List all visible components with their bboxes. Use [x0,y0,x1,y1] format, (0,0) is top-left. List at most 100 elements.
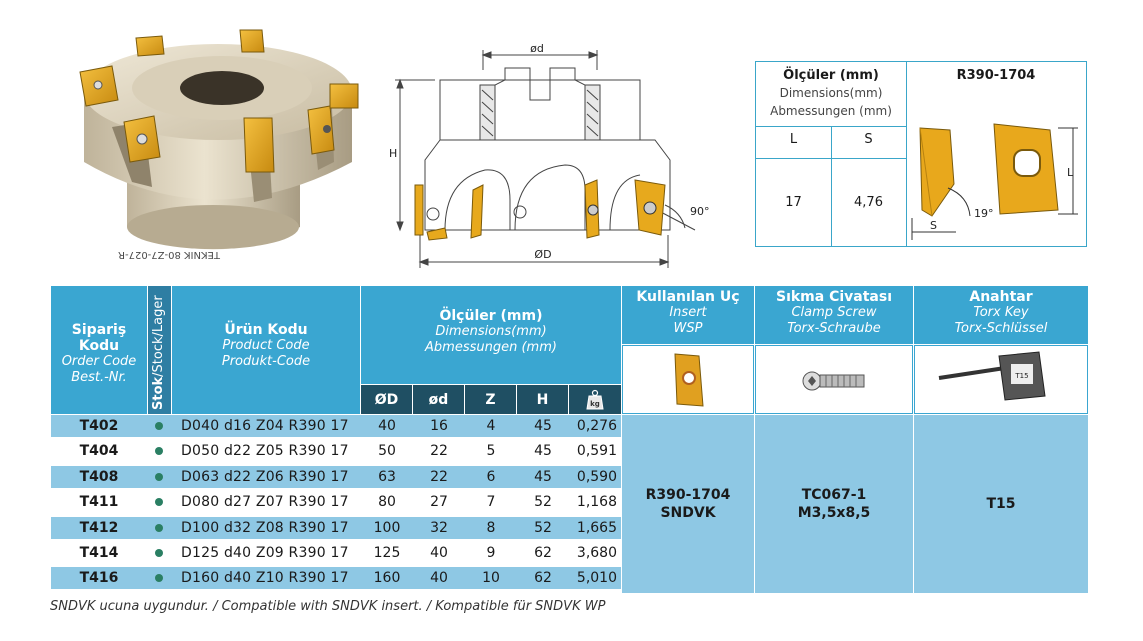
header-clamp-screw: Sıkma Civatası Clamp Screw Torx-Schraube [755,286,913,344]
header-product-en: Product Code [222,338,310,353]
insert-cell: R390-1704 SNDVK [622,415,754,593]
header-dims-de: Abmessungen (mm) [425,340,557,355]
product-code-cell: D160 d40 Z10 R390 17 [181,570,349,587]
insert-label-l: L [1067,166,1074,179]
col-s-header: S [864,132,873,147]
dim-subtitle-en: Dimensions(mm) [779,86,883,100]
teeth-cell: 6 [486,468,496,485]
header-screw-de: Torx-Schraube [787,321,881,336]
value-s: 4,76 [854,195,883,210]
header-stock-title: Stok [151,376,166,410]
col-l-header: L [789,132,798,147]
insert-image-cell [622,345,754,414]
diameter-cell: 80 [378,494,396,511]
bore-cell: 22 [430,468,448,485]
product-photo: TEKNIK 80-Z7-027-R [79,29,359,260]
diameter-cell: 40 [378,418,396,434]
key-cell: T15 [914,415,1088,593]
dim-title: Ölçüler (mm) [783,68,879,83]
bore-cell: 22 [430,443,448,460]
value-l: 17 [785,195,802,210]
insert-label-s: S [930,219,937,232]
stock-cell [147,491,171,513]
header-product-de: Produkt-Code [221,354,311,369]
header-key-en: Torx Key [973,305,1029,320]
header-order-title: Sipariş Kodu [71,322,127,354]
footnote: SNDVK ucuna uygundur. / Compatible with … [50,599,606,614]
product-code-cell: D100 d32 Z08 R390 17 [181,519,349,536]
product-code-cell: D080 d27 Z07 R390 17 [181,494,349,511]
label-height: H [389,147,397,160]
header-product-code: Ürün Kodu Product Code Produkt-Code [172,286,360,414]
technical-drawing: ød H ØD 90° [389,42,710,268]
header-screw-title: Sıkma Civatası [775,289,893,305]
teeth-cell: 4 [486,418,496,434]
dimension-column: Ölçüler (mm) Dimensions(mm) Abmessungen … [756,62,907,246]
in-stock-icon [155,549,163,557]
weight-cell: 1,665 [576,519,617,536]
subheader-d: ød [413,385,464,414]
diameter-cell: 125 [373,545,401,561]
teeth-cell: 7 [486,494,496,511]
bore-cell: 40 [430,545,448,561]
in-stock-icon [155,422,163,430]
torx-key-icon: T15 [938,351,1046,401]
header-insert: Kullanılan Uç Insert WSP [622,286,754,344]
stock-cell [147,440,171,462]
key-value: T15 [986,496,1016,512]
stock-cell [147,567,171,589]
insert-drawing: L S 19° [911,123,1078,240]
height-cell: 52 [534,494,552,511]
teeth-cell: 5 [486,443,496,460]
svg-text:TEKNIK 80-Z7-027-R: TEKNIK 80-Z7-027-R [118,249,221,260]
header-dimensions: Ölçüler (mm) Dimensions(mm) Abmessungen … [361,286,621,384]
diameter-cell: 160 [373,570,401,587]
header-screw-en: Clamp Screw [791,305,877,320]
screw-value-1: TC067-1 [801,487,867,503]
order-code-cell: T416 [79,570,119,587]
dim-subtitle-de: Abmessungen (mm) [770,104,892,118]
weight-cell: 1,168 [576,494,617,511]
bore-cell: 16 [430,418,448,434]
in-stock-icon [155,472,163,481]
weight-cell: 3,680 [576,545,617,561]
stock-cell [147,517,171,539]
in-stock-icon [155,523,163,532]
screw-cell: TC067-1 M3,5x8,5 [755,415,913,593]
screw-image-cell [755,345,913,414]
weight-cell: 0,591 [576,443,617,460]
order-code-cell: T412 [79,519,119,536]
insert-value-2: SNDVK [660,505,716,521]
weight-cell: 5,010 [576,570,617,587]
subheader-D: ØD [361,385,412,414]
teeth-cell: 8 [486,519,496,536]
label-diameter: ØD [534,248,551,261]
stock-cell [147,542,171,564]
insert-dimension-box: Ölçüler (mm) Dimensions(mm) Abmessungen … [755,61,1087,247]
height-cell: 45 [534,468,552,485]
key-image-cell: T15 [914,345,1088,414]
order-code-cell: T404 [79,443,119,460]
insert-code-title: R390-1704 [956,68,1036,83]
height-cell: 62 [534,570,552,587]
height-cell: 45 [534,443,552,460]
diameter-cell: 100 [373,519,401,536]
diameter-cell: 63 [378,468,396,485]
product-table: Sipariş Kodu Order Code Best.-Nr. Stok/S… [51,286,1088,593]
subheader-H: H [517,385,568,414]
subheader-Z: Z [465,385,516,414]
weight-unit: kg [590,400,600,408]
label-small-diameter: ød [530,42,544,55]
header-key-de: Torx-Schlüssel [954,321,1048,336]
weight-icon: kg [586,389,604,410]
key-handle-label: T15 [1014,372,1028,380]
header-insert-en: Insert [669,305,707,320]
header-key-title: Anahtar [969,289,1033,305]
